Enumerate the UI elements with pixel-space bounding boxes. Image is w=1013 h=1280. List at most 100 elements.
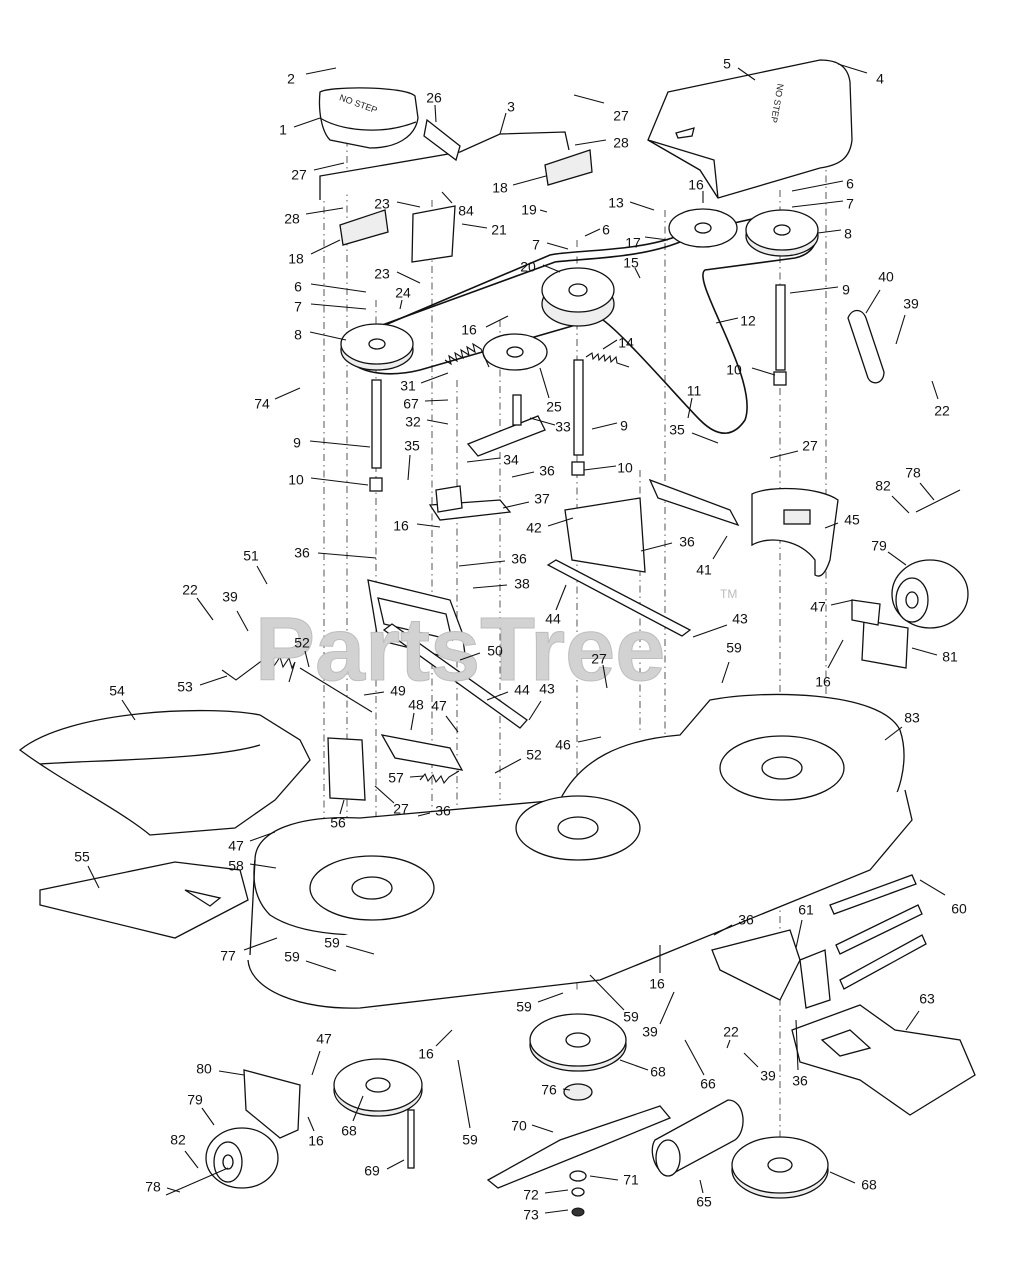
callout-number: 32 (405, 414, 421, 430)
left-belt-shield: NO STEP (318, 87, 419, 149)
callout-number: 41 (696, 562, 712, 578)
callout-leader (201, 1107, 215, 1126)
callout-number: 59 (284, 949, 300, 965)
callout-leader (310, 477, 369, 486)
callout-number: 16 (688, 177, 704, 193)
blade-70 (486, 1105, 672, 1189)
callout-leader (583, 465, 617, 471)
wheel-bracket-left (243, 1069, 301, 1139)
callout-number: 16 (418, 1046, 434, 1062)
callout-number: 7 (294, 299, 302, 315)
callout-leader (472, 584, 508, 589)
callout-leader (712, 535, 728, 560)
callout-number: 50 (487, 643, 503, 659)
callout-leader (426, 419, 449, 425)
callout-number: 83 (904, 710, 920, 726)
callout-number: 38 (514, 576, 530, 592)
idler-arm (466, 394, 546, 457)
callout-leader (274, 387, 301, 400)
callout-number: 36 (539, 463, 555, 479)
callout-number: 27 (591, 651, 607, 667)
callout-number: 47 (431, 698, 447, 714)
callout-number: 79 (187, 1092, 203, 1108)
callout-number: 35 (404, 438, 420, 454)
callout-leader (634, 267, 641, 279)
callout-leader (584, 228, 601, 237)
callout-leader (726, 1039, 731, 1049)
callout-leader (121, 699, 136, 721)
callout-leader (310, 239, 341, 255)
callout-leader (309, 440, 371, 448)
callout-leader (457, 1059, 471, 1129)
callout-number: 22 (182, 582, 198, 598)
callout-number: 59 (623, 1009, 639, 1025)
callout-number: 36 (679, 534, 695, 550)
callout-number: 81 (942, 649, 958, 665)
callout-number: 84 (458, 203, 474, 219)
callout-leader (407, 454, 411, 481)
callout-number: 5 (723, 56, 731, 72)
callout-leader (309, 331, 347, 341)
callout-number: 46 (555, 737, 571, 753)
callout-leader (218, 1070, 245, 1076)
callout-leader (441, 191, 453, 204)
callout-leader (591, 422, 618, 430)
chute-bracket-56 (327, 737, 366, 801)
bracket-40 (847, 309, 885, 384)
callout-leader (249, 863, 277, 869)
callout-number: 16 (815, 674, 831, 690)
callout-number: 10 (617, 460, 633, 476)
callout-leader (713, 924, 733, 936)
callout-number: 36 (294, 545, 310, 561)
callout-leader (420, 372, 449, 384)
callout-leader (307, 1116, 315, 1132)
callout-leader (891, 495, 910, 514)
callout-number: 31 (400, 378, 416, 394)
callout-number: 36 (792, 1073, 808, 1089)
callout-number: 27 (291, 167, 307, 183)
spindle-shafts (369, 284, 787, 492)
callout-leader (919, 879, 946, 896)
callout-leader (352, 1095, 364, 1122)
callout-leader (573, 94, 605, 104)
callout-number: 9 (293, 435, 301, 451)
lift-link-50 (367, 579, 467, 663)
callout-leader (737, 67, 756, 81)
callout-number: 67 (403, 396, 419, 412)
callout-number: 60 (951, 901, 967, 917)
discharge-chute (18, 709, 311, 836)
callout-leader (589, 974, 625, 1011)
callout-number: 39 (903, 296, 919, 312)
callout-number: 28 (284, 211, 300, 227)
callout-leader (795, 1019, 799, 1071)
callout-leader (830, 599, 854, 606)
callout-number: 39 (760, 1068, 776, 1084)
callout-number: 78 (145, 1179, 161, 1195)
callout-number: 51 (243, 548, 259, 564)
callout-leader (502, 501, 530, 509)
callout-number: 23 (374, 266, 390, 282)
callout-leader (562, 1088, 571, 1091)
gauge-wheel-right (891, 489, 969, 629)
callout-leader (791, 200, 844, 208)
callout-leader (699, 1179, 704, 1194)
callout-number: 15 (623, 255, 639, 271)
callout-number: 59 (726, 640, 742, 656)
callout-leader (459, 652, 481, 661)
callout-number: 27 (802, 438, 818, 454)
callout-leader (345, 945, 375, 955)
callout-number: 55 (74, 849, 90, 865)
callout-number: 16 (649, 976, 665, 992)
callout-leader (256, 565, 268, 585)
callout-number: 82 (875, 478, 891, 494)
callout-leader (236, 610, 249, 632)
callout-number: 18 (492, 180, 508, 196)
callout-number: 44 (514, 682, 530, 698)
callout-number: 10 (288, 472, 304, 488)
callout-leader (684, 1039, 705, 1076)
callout-leader (243, 937, 278, 951)
callout-leader (528, 700, 542, 721)
callout-leader (895, 314, 906, 345)
callout-leader (629, 201, 655, 211)
callout-number: 52 (294, 635, 310, 651)
